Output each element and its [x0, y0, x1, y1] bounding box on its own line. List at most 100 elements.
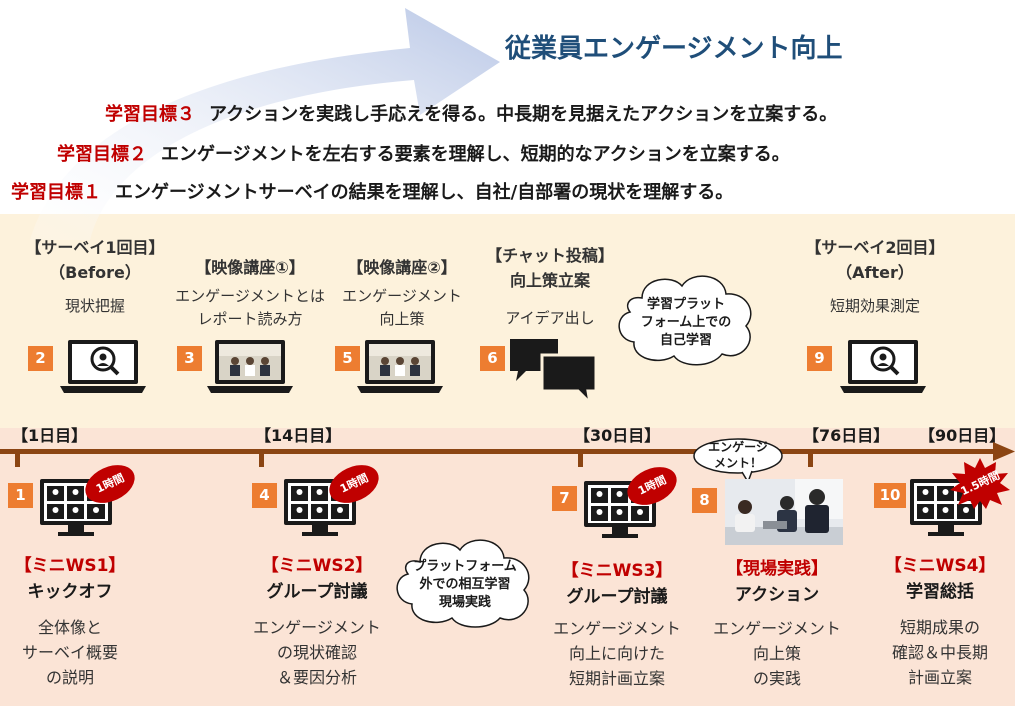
step-8-title-line1: 【現場実践】 [726, 559, 828, 579]
step-9-number: 9 [807, 346, 832, 371]
step-10-text: 【ミニWS4】 学習総括 短期成果の 確認＆中長期 計画立案 [865, 553, 1015, 690]
step-1-desc-line1: 全体像と [37, 618, 102, 637]
step-7-number: 7 [552, 486, 577, 511]
step-4-desc-line3: ＆要因分析 [276, 668, 357, 687]
step-5-number: 5 [335, 346, 360, 371]
step-6-title-line1: 【チャット投稿】 [486, 246, 614, 265]
step-7-desc-line1: エンゲージメント [553, 619, 681, 638]
step-9-title-line2: （After） [836, 263, 914, 282]
step-2-desc: 現状把握 [64, 297, 125, 315]
step-8-desc-line3: の実践 [752, 669, 801, 688]
goal-3-text: アクションを実践し手応えを得る。中長期を見据えたアクションを立案する。 [209, 104, 838, 125]
day-label-76: 【76日目】 [803, 426, 890, 445]
day-label-30: 【30日目】 [574, 426, 661, 445]
goal-2-text: エンゲージメントを左右する要素を理解し、短期的なアクションを立案する。 [161, 144, 790, 165]
step-4-title-line1: 【ミニWS2】 [261, 556, 373, 576]
step-10-desc-line3: 計画立案 [907, 668, 972, 687]
step-6-desc: アイデア出し [505, 309, 595, 327]
goal-3-label: 学習目標３ [105, 104, 195, 125]
step-3-header: 【映像講座①】 エンゲージメントとは レポート読み方 [160, 255, 340, 331]
mutual-learning-cloud [396, 539, 530, 628]
step-4-text: 【ミニWS2】 グループ討議 エンゲージメント の現状確認 ＆要因分析 [242, 553, 392, 690]
step-2-number: 2 [28, 346, 53, 371]
duration-badge-4 [329, 465, 379, 503]
step-6-header: 【チャット投稿】 向上策立案 アイデア出し [460, 243, 640, 330]
step-8-number: 8 [692, 488, 717, 513]
step-3-desc-line1: エンゲージメントとは [175, 287, 325, 305]
survey-laptop-icon [60, 340, 146, 393]
step-7-title-line1: 【ミニWS3】 [561, 561, 673, 581]
goal-1-text: エンゲージメントサーベイの結果を理解し、自社/自部署の現状を理解する。 [115, 182, 734, 203]
chat-bubbles-icon [510, 339, 598, 407]
step-7-title-line2: グループ討議 [566, 587, 668, 607]
step-7-text: 【ミニWS3】 グループ討議 エンゲージメント 向上に向けた 短期計画立案 [537, 558, 697, 691]
step-8-text: 【現場実践】 アクション エンゲージメント 向上策 の実践 [697, 556, 857, 691]
workplace-meeting-photo [725, 479, 843, 545]
step-9-desc: 短期効果測定 [829, 297, 920, 315]
video-laptop-icon [357, 340, 443, 393]
step-2-title-line2: （Before） [49, 263, 141, 282]
step-4-title-line2: グループ討議 [266, 582, 368, 602]
step-2-header: 【サーベイ1回目】 （Before） 現状把握 [5, 235, 185, 318]
survey-laptop-icon [840, 340, 926, 393]
self-study-line1: 学習プラット [646, 297, 725, 312]
step-8-desc-line1: エンゲージメント [713, 619, 841, 638]
video-laptop-icon [207, 340, 293, 393]
mutual-line3: 現場実践 [438, 595, 491, 610]
day-label-14: 【14日目】 [255, 426, 342, 445]
step-4-number: 4 [252, 483, 277, 508]
step-10-desc-line2: 確認＆中長期 [891, 643, 988, 662]
step-5-title: 【映像講座②】 [347, 258, 457, 277]
growth-arrow-icon [30, 8, 500, 240]
step-5-desc-line1: エンゲージメント [342, 287, 462, 305]
step-1-desc-line3: の説明 [45, 668, 94, 687]
self-study-line2: フォーム上での [640, 315, 732, 330]
speech-line2: メント！ [713, 456, 762, 470]
step-10-desc-line1: 短期成果の [899, 618, 980, 637]
goal-1-label: 学習目標１ [11, 182, 101, 203]
step-10-number: 10 [874, 483, 906, 508]
step-8-desc-line2: 向上策 [752, 644, 801, 663]
duration-badge-10 [950, 458, 1010, 509]
step-6-title-line2: 向上策立案 [509, 271, 590, 290]
step-1-number: 1 [8, 483, 33, 508]
step-2-title-line1: 【サーベイ1回目】 [25, 238, 165, 257]
step-7-desc-line3: 短期計画立案 [568, 669, 665, 688]
step-10-title-line2: 学習総括 [906, 582, 974, 602]
step-9-title-line1: 【サーベイ2回目】 [805, 238, 945, 257]
step-3-title: 【映像講座①】 [195, 258, 305, 277]
goal-2: 学習目標２ エンゲージメントを左右する要素を理解し、短期的なアクションを立案する。 [57, 140, 790, 166]
step-5-header: 【映像講座②】 エンゲージメント 向上策 [312, 255, 492, 331]
step-9-header: 【サーベイ2回目】 （After） 短期効果測定 [785, 235, 965, 318]
goal-2-label: 学習目標２ [57, 144, 147, 165]
step-8-title-line2: アクション [734, 585, 820, 605]
duration-badge-7 [627, 467, 677, 505]
step-6-number: 6 [480, 346, 505, 371]
step-1-text: 【ミニWS1】 キックオフ 全体像と サーベイ概要 の説明 [0, 553, 140, 690]
step-4-desc-line2: の現状確認 [276, 643, 357, 662]
self-study-cloud-text: 学習プラット フォーム上での 自己学習 [612, 296, 760, 350]
step-3-desc-line2: レポート読み方 [197, 310, 303, 328]
step-1-desc-line2: サーベイ概要 [21, 643, 118, 662]
step-5-desc-line2: 向上策 [379, 310, 425, 328]
step-1-title-line2: キックオフ [27, 582, 113, 602]
day-label-1: 【1日目】 [12, 426, 88, 445]
day-label-90: 【90日目】 [919, 426, 1006, 445]
self-study-line3: 自己学習 [659, 333, 712, 348]
page-title: 従業員エンゲージメント向上 [505, 34, 843, 64]
duration-badge-1 [85, 465, 135, 503]
step-1-title-line1: 【ミニWS1】 [14, 556, 126, 576]
mutual-line2: 外での相互学習 [419, 577, 511, 592]
speech-line1: エンゲージ [708, 440, 768, 454]
speech-bubble-text: エンゲージ メント！ [690, 439, 786, 471]
self-study-cloud [618, 275, 752, 366]
step-7-desc-line2: 向上に向けた [568, 644, 665, 663]
step-10-title-line1: 【ミニWS4】 [884, 556, 996, 576]
step-3-number: 3 [177, 346, 202, 371]
goal-3: 学習目標３ アクションを実践し手応えを得る。中長期を見据えたアクションを立案する。 [105, 100, 837, 126]
goal-1: 学習目標１ エンゲージメントサーベイの結果を理解し、自社/自部署の現状を理解する。 [11, 178, 733, 204]
mutual-learning-cloud-text: プラットフォーム 外での相互学習 現場実践 [392, 558, 538, 612]
timeline-arrow [0, 442, 1015, 467]
mutual-line1: プラットフォーム [413, 559, 517, 574]
step-4-desc-line1: エンゲージメント [253, 618, 381, 637]
